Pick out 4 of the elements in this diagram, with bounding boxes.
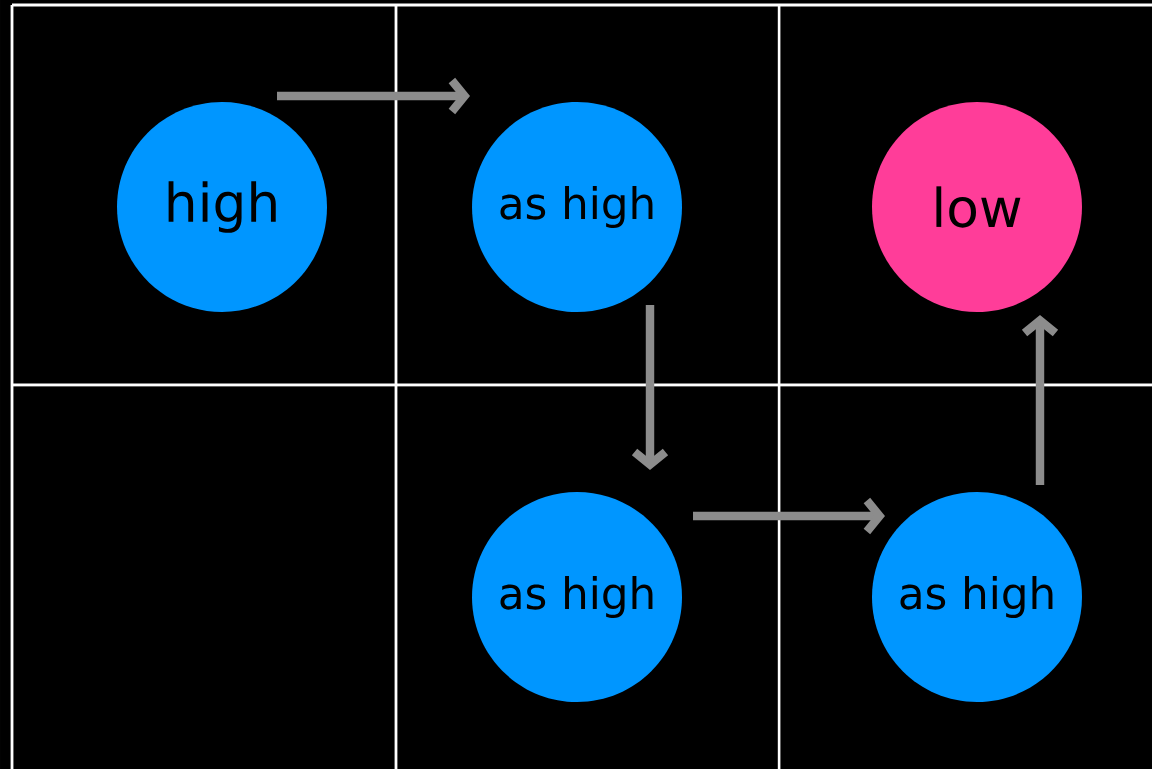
arrow [693,497,885,535]
arrow [1021,315,1059,485]
arrow [631,305,669,470]
arrow [277,77,470,115]
